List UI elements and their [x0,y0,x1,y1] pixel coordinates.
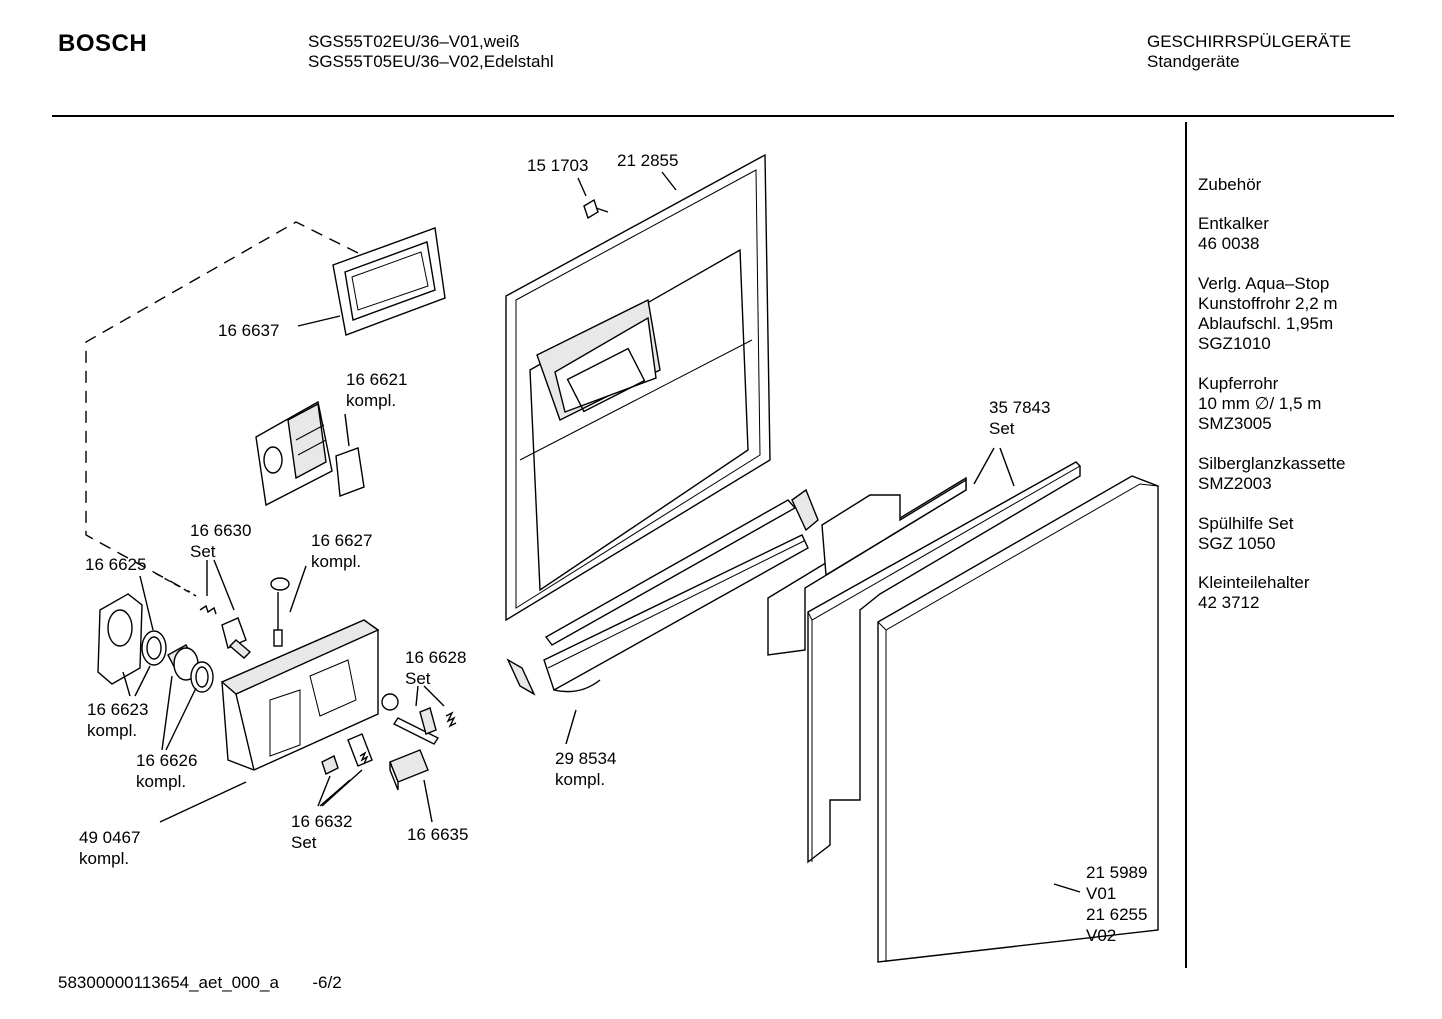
part-357843-insulation [767,476,967,656]
label-166632: 16 6632 Set [291,812,353,852]
label-490467: 49 0467 kompl. [79,828,141,868]
label-166623: 16 6623 kompl. [87,700,149,740]
label-212855: 21 2855 [617,151,679,170]
part-166627-pin [270,577,290,647]
label-151703: 15 1703 [527,156,589,175]
part-166628-ball [381,693,399,711]
part-166632-latch [321,733,373,775]
part-166625-knob [97,593,143,685]
label-166621: 16 6621 kompl. [346,370,408,410]
part-490467-housing [220,619,380,771]
part-166628-spring [445,711,457,728]
dispenser-window [536,298,661,421]
sidebar-divider [1185,122,1187,968]
label-166628: 16 6628 Set [405,648,467,688]
accessory-item: Silberglanzkassette SMZ2003 [1198,454,1346,493]
part-166635-switch [389,749,429,791]
category-line-1: GESCHIRRSPÜLGERÄTE [1147,32,1352,51]
label-166627: 16 6627 kompl. [311,531,373,571]
leader-lines [122,171,1081,893]
label-166630: 16 6630 Set [190,521,252,561]
label-357843: 35 7843 Set [989,398,1051,438]
model-line-2: SGS55T05EU/36–V02,Edelstahl [308,52,554,71]
part-166621-dispenser-cover [255,400,365,507]
model-line-1: SGS55T02EU/36–V01,weiß [308,32,520,51]
label-166635: 16 6635 [407,825,469,844]
part-298534-hinge-left [506,658,536,696]
model-info: SGS55T02EU/36–V01,weiß SGS55T05EU/36–V02… [308,32,554,72]
label-298534: 29 8534 kompl. [555,749,617,789]
part-166623-ring [141,630,167,666]
part-166626-bushing [167,644,214,693]
part-357843-panel [807,461,1081,864]
part-212855-inner-door [505,153,771,622]
accessory-item: Entkalker 46 0038 [1198,214,1269,253]
category-info: GESCHIRRSPÜLGERÄTE Standgeräte [1147,32,1351,72]
part-166637-window-frame [332,227,446,336]
part-166630-spring-lever [199,604,252,659]
accessory-item: Verlg. Aqua–Stop Kunstoffrohr 2,2 m Abla… [1198,274,1338,353]
label-166626: 16 6626 kompl. [136,751,198,791]
label-166637: 16 6637 [218,321,280,340]
accessory-item: Kupferrohr 10 mm ∅/ 1,5 m SMZ3005 [1198,374,1322,433]
part-215989-outer-door [877,475,1159,963]
accessory-item: Kleinteilehalter 42 3712 [1198,573,1310,612]
assembly-dashed-line [85,221,359,593]
footer-doc-id: 58300000113654_aet_000_a [58,973,279,992]
header-divider [52,115,1394,117]
footer: 58300000113654_aet_000_a -6/2 [58,973,342,993]
label-166625: 16 6625 [85,555,147,574]
category-line-2: Standgeräte [1147,52,1240,71]
accessory-item: Spülhilfe Set SGZ 1050 [1198,514,1294,553]
footer-page: -6/2 [312,973,342,992]
part-166628-pin [392,707,440,745]
brand-logo: BOSCH [58,30,148,57]
accessories-title: Zubehör [1198,175,1262,194]
part-151703-screw [583,198,609,220]
part-298534-hinge-right [791,488,819,532]
label-215989: 21 5989 V01 21 6255 V02 [1086,863,1148,945]
